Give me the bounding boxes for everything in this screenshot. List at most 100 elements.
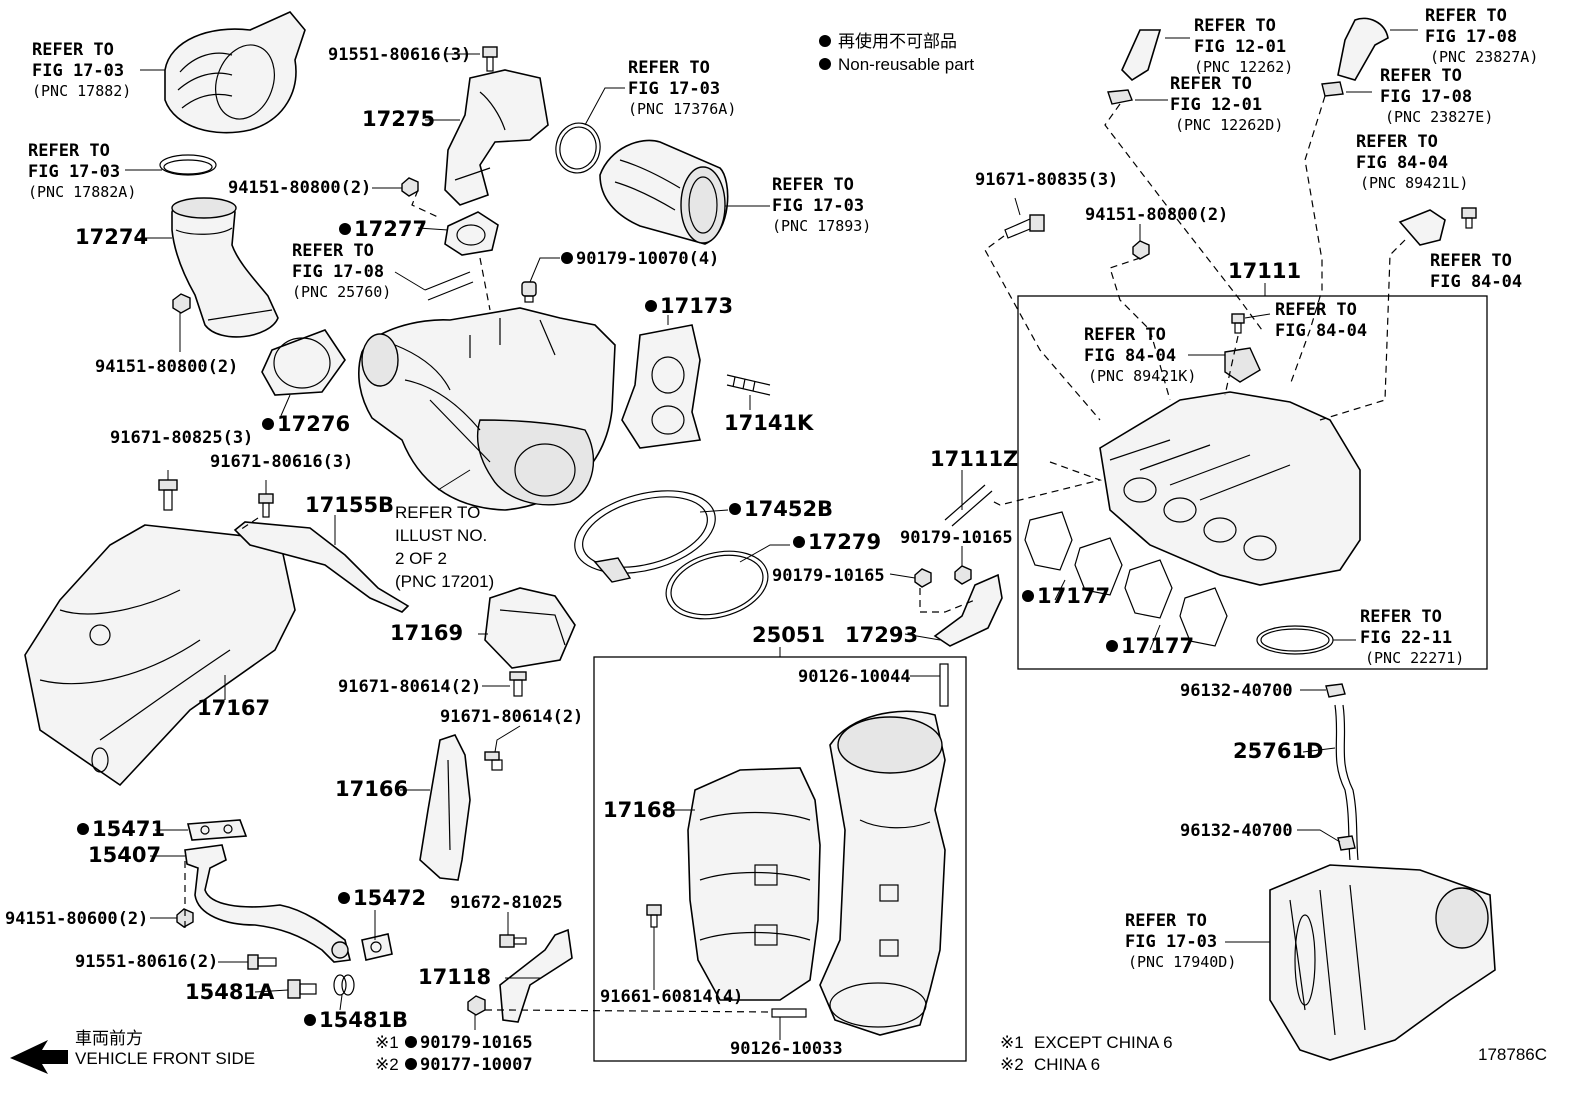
illust-ref-line2: 2 OF 2 <box>395 549 447 568</box>
part-90179-10165-a: 90179-10165 <box>900 528 1013 548</box>
ref-fig: FIG 22-11 <box>1360 628 1452 648</box>
part-17167: 17167 <box>197 696 270 720</box>
direction-en: VEHICLE FRONT SIDE <box>75 1049 255 1068</box>
nut-90179-10165-b <box>914 568 932 588</box>
part-90179-10165-note1: 90179-10165 <box>420 1033 533 1053</box>
part-17275: 17275 <box>362 107 435 131</box>
ref-fig: FIG 17-03 <box>32 61 124 81</box>
part-17169: 17169 <box>390 621 463 645</box>
note2-marker: ※2 <box>375 1055 399 1074</box>
bolt-91672-81025 <box>499 934 527 948</box>
o-ring-17376a <box>555 122 601 174</box>
clamp-17452b <box>574 490 716 583</box>
heat-insulator-17167 <box>24 524 296 787</box>
insulator-17169 <box>484 587 576 669</box>
bracket-17118 <box>499 928 573 1023</box>
stud-90126-10033 <box>771 1008 807 1018</box>
part-17177-a: 17177 <box>1037 584 1110 608</box>
ref-fig: FIG 12-01 <box>1194 37 1286 57</box>
note1-text: EXCEPT CHINA 6 <box>1034 1033 1173 1052</box>
hose-23827a <box>1337 17 1389 81</box>
sensor-89421l <box>1398 209 1446 246</box>
gasket-17177-a <box>1024 511 1123 596</box>
gasket-15471 <box>186 819 248 841</box>
ref-pnc: (PNC 25760) <box>292 283 391 301</box>
part-91671-80835-3: 91671-80835(3) <box>975 170 1118 190</box>
bracket-17166 <box>419 734 471 881</box>
part-90179-10070-4: 90179-10070(4) <box>576 249 719 269</box>
gasket-17277 <box>444 211 499 256</box>
part-17166: 17166 <box>335 777 408 801</box>
bolt-91551-80616-top <box>482 46 498 72</box>
bracket-17293 <box>933 573 1003 647</box>
ref-fig: FIG 17-03 <box>628 79 720 99</box>
ref-pnc: (PNC 17882) <box>32 82 131 100</box>
hose-17893 <box>599 139 729 245</box>
clip-96132-40700-a <box>1325 683 1346 698</box>
ref-pnc: (PNC 89421K) <box>1088 367 1196 385</box>
bolt-91671-80614-a <box>509 671 527 697</box>
part-15407: 15407 <box>88 843 161 867</box>
ref-fig: FIG 84-04 <box>1275 321 1367 341</box>
part-91551-80616-3: 91551-80616(3) <box>328 45 471 65</box>
intake-pipe-17274 <box>171 197 279 338</box>
ref-label: REFER TO <box>772 175 854 195</box>
nut-90179-10165-bottom <box>467 995 486 1016</box>
legend-reuse-en: Non-reusable part <box>838 55 974 74</box>
part-94151-80800-a: 94151-80800(2) <box>95 357 238 377</box>
part-90179-10165-b: 90179-10165 <box>772 566 885 586</box>
ref-label: REFER TO <box>1360 607 1442 627</box>
ref-pnc: (PNC 23827A) <box>1430 48 1538 66</box>
ref-fig: FIG 17-03 <box>772 196 864 216</box>
ref-label: REFER TO <box>1194 16 1276 36</box>
part-94151-80600-2: 94151-80600(2) <box>5 909 148 929</box>
part-91671-80825-3: 91671-80825(3) <box>110 428 253 448</box>
clip-96132-40700-b <box>1337 835 1356 851</box>
part-91671-80614-2-a: 91671-80614(2) <box>338 677 481 697</box>
oil-pipe-15407 <box>184 844 351 963</box>
part-15481b: 15481B <box>319 1008 408 1032</box>
note1-marker: ※1 <box>1000 1033 1024 1052</box>
nut-94151-c <box>1132 240 1150 260</box>
hose-clamp-17882a <box>159 154 217 176</box>
ref-pnc: (PNC 89421L) <box>1360 174 1468 192</box>
heat-insulator-17168 <box>687 767 821 1001</box>
part-17141k: 17141K <box>724 411 814 435</box>
intercooler-17940d <box>1269 864 1496 1061</box>
stud-17141k <box>726 374 771 396</box>
pipe-25760 <box>424 271 474 301</box>
ref-label: REFER TO <box>1425 6 1507 26</box>
part-94151-80800-b: 94151-80800(2) <box>228 178 371 198</box>
ref-pnc: (PNC 17376A) <box>628 100 736 118</box>
part-17155b: 17155B <box>305 493 394 517</box>
part-91661-60814-4: 91661-60814(4) <box>600 987 743 1007</box>
part-17279: 17279 <box>808 530 881 554</box>
stud-17111z <box>944 484 993 527</box>
part-96132-40700-b: 96132-40700 <box>1180 821 1293 841</box>
part-17173: 17173 <box>660 294 733 318</box>
turbocharger <box>358 307 616 511</box>
vehicle-front-arrow-icon <box>10 1040 68 1074</box>
ref-pnc: (PNC 12262) <box>1194 58 1293 76</box>
hose-12262 <box>1121 29 1162 82</box>
part-90126-10033: 90126-10033 <box>730 1039 843 1059</box>
gasket-17279 <box>665 550 769 620</box>
ref-pnc: (PNC 12262D) <box>1175 116 1283 134</box>
part-17111: 17111 <box>1228 259 1301 283</box>
part-25761d: 25761D <box>1233 739 1324 763</box>
gasket-22271 <box>1256 625 1334 655</box>
note2-text: CHINA 6 <box>1034 1055 1100 1074</box>
union-bolt-15481a <box>287 979 317 999</box>
sensor-89421k <box>1224 347 1261 383</box>
ref-pnc: (PNC 17201) <box>395 572 494 591</box>
part-96132-40700-a: 96132-40700 <box>1180 681 1293 701</box>
bolt-sensor-89421l <box>1461 207 1477 229</box>
ref-pnc: (PNC 17893) <box>772 217 871 235</box>
part-17274: 17274 <box>75 225 148 249</box>
washer-15481b <box>333 974 355 996</box>
bolt-sensor-89421k <box>1231 313 1245 334</box>
part-94151-80800-c: 94151-80800(2) <box>1085 205 1228 225</box>
clip-12262d <box>1107 89 1133 105</box>
